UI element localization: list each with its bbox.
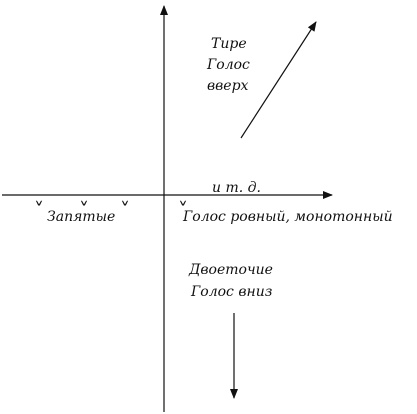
comma-mark: ˬ <box>120 181 130 206</box>
colon-label: Двоеточие <box>188 262 273 278</box>
comma-mark: ˬ <box>34 181 44 206</box>
dash-up-label: вверх <box>207 78 249 94</box>
comma-mark: ˬ <box>79 181 89 206</box>
voice-up-arrow <box>240 21 317 139</box>
dash-voice-label: Голос <box>206 57 250 73</box>
commas-label: Запятые <box>47 209 115 225</box>
colon-voice-label: Голос вниз <box>190 284 272 300</box>
level-voice-label: Голос ровный, монотонный <box>182 209 393 225</box>
comma-mark: ˬ <box>178 181 188 206</box>
dash-label: Тире <box>211 36 247 52</box>
etc-label: и т. д. <box>212 180 261 196</box>
